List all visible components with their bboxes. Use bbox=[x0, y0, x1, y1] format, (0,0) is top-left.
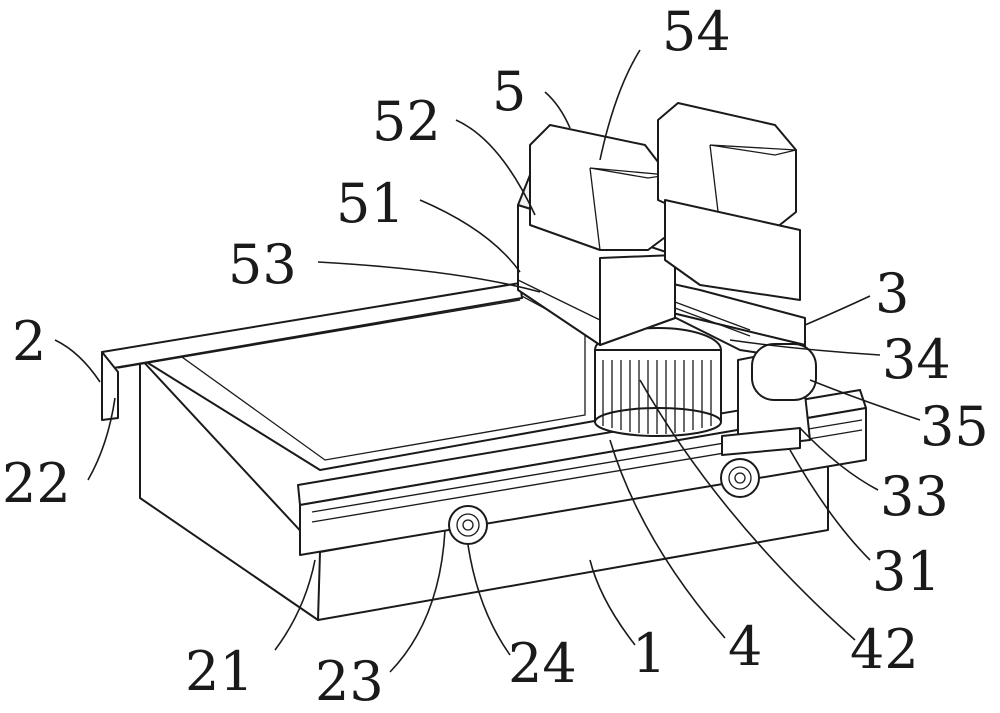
motor-front bbox=[530, 125, 668, 250]
label-31: 31 bbox=[872, 540, 941, 603]
label-35: 35 bbox=[920, 395, 989, 458]
label-2: 2 bbox=[12, 310, 46, 373]
label-5: 5 bbox=[492, 60, 526, 123]
label-51: 51 bbox=[336, 172, 405, 235]
brush-head bbox=[595, 328, 721, 436]
label-1: 1 bbox=[632, 622, 666, 685]
label-23: 23 bbox=[315, 650, 384, 713]
label-53: 53 bbox=[228, 233, 297, 296]
label-33: 33 bbox=[880, 465, 949, 528]
label-54: 54 bbox=[662, 0, 731, 63]
label-34: 34 bbox=[882, 328, 951, 391]
label-42: 42 bbox=[850, 618, 919, 681]
label-24: 24 bbox=[508, 632, 577, 695]
label-22: 22 bbox=[2, 452, 71, 515]
rear-knob bbox=[721, 459, 759, 497]
motor-rear bbox=[658, 103, 800, 300]
label-52: 52 bbox=[372, 90, 441, 153]
label-21: 21 bbox=[185, 640, 254, 703]
label-4: 4 bbox=[728, 615, 762, 678]
label-3: 3 bbox=[875, 262, 909, 325]
front-knob bbox=[449, 506, 487, 544]
